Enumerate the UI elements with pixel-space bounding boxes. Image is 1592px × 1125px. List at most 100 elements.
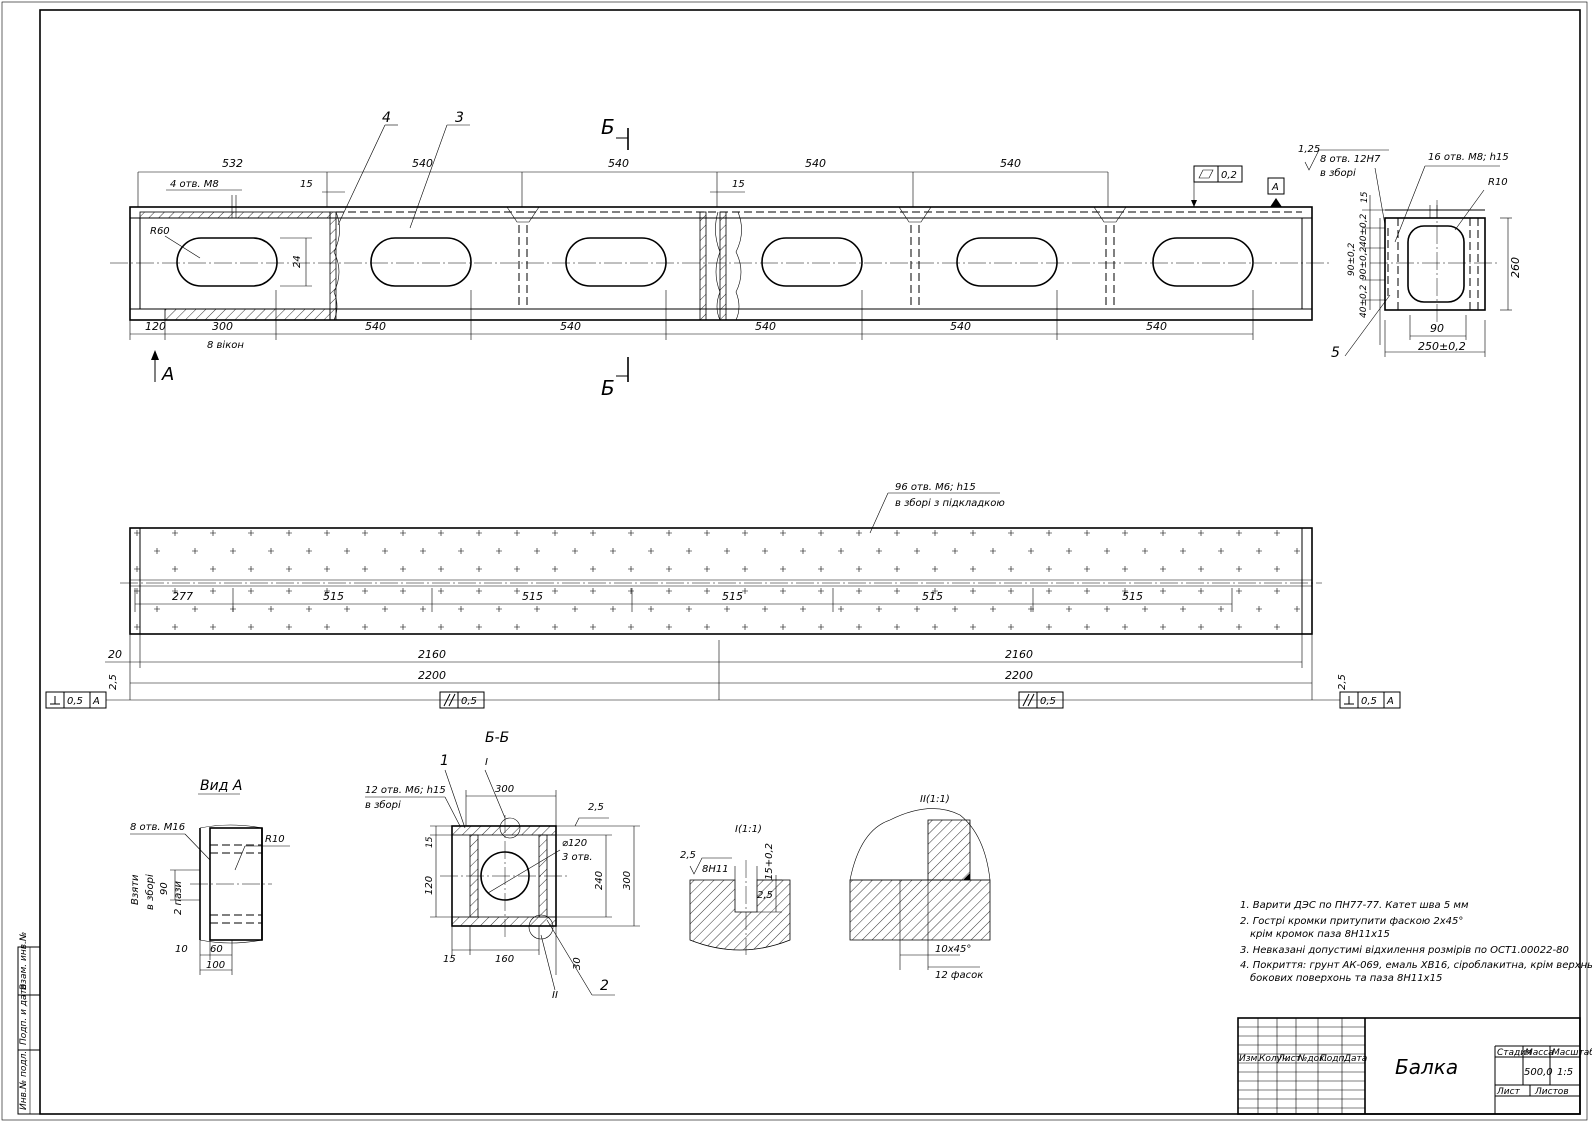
- hole-marker: [628, 530, 634, 536]
- hole-marker: [268, 606, 274, 612]
- side-dim-40-2: 40±0,2: [1359, 284, 1369, 318]
- tb-scale-value: 1:5: [1557, 1067, 1573, 1078]
- tb-stage-label: Стадия: [1497, 1048, 1532, 1058]
- hole-marker: [800, 548, 806, 554]
- hole-marker: [1294, 606, 1300, 612]
- section-dim-160: 160: [495, 954, 514, 965]
- plan-roughness-left: 2,5: [108, 674, 119, 690]
- plan-hole-markers: [134, 530, 1300, 630]
- hole-marker: [838, 548, 844, 554]
- detail-ii-chamfer-count: 12 фасок: [935, 970, 983, 981]
- hole-marker: [742, 566, 748, 572]
- bottom-dim-7: 540: [1146, 320, 1167, 333]
- flatness-value: 0,2: [1221, 170, 1237, 181]
- slot-4: [761, 237, 863, 287]
- detail-i-title: I(1:1): [735, 824, 762, 835]
- hole-marker: [134, 624, 140, 630]
- stamp-inv-label: Инв.№ подл.: [19, 1051, 29, 1110]
- hole-marker: [552, 588, 558, 594]
- section-in-assembly: в зборі: [365, 799, 401, 811]
- hole-marker: [1104, 548, 1110, 554]
- hole-marker: [1066, 606, 1072, 612]
- top-dim-4: 540: [805, 157, 826, 170]
- hole-marker: [610, 548, 616, 554]
- hole-marker: [990, 606, 996, 612]
- hole-marker: [762, 548, 768, 554]
- hole-marker: [970, 530, 976, 536]
- section-bb-title: Б-Б: [485, 730, 509, 746]
- hole-marker: [420, 548, 426, 554]
- hole-marker: [1160, 588, 1166, 594]
- detail-ii-title: II(1:1): [920, 794, 950, 805]
- hole-marker: [420, 606, 426, 612]
- holes-m8-label: 4 отв. M8: [170, 179, 219, 190]
- side-height-260: 260: [1509, 257, 1522, 278]
- hole-marker: [476, 566, 482, 572]
- hole-marker: [590, 566, 596, 572]
- hole-marker: [838, 606, 844, 612]
- hole-marker: [666, 566, 672, 572]
- top-dim-1: 532: [222, 157, 243, 170]
- hole-marker: [1180, 606, 1186, 612]
- section-marker-top: Б: [601, 115, 615, 139]
- tb-sheets-label: Листов: [1534, 1087, 1569, 1097]
- view-a: Вид А 8 отв. M16 R10 Взяти в зборі 90 2 …: [130, 778, 290, 975]
- hole-marker: [704, 530, 710, 536]
- side-stamp: Инв.№ подл. Подп. и дата Взам. инв.№: [17, 932, 41, 1115]
- hole-marker: [552, 530, 558, 536]
- callout-4: 4: [382, 110, 391, 126]
- hole-marker: [914, 548, 920, 554]
- hole-marker: [1160, 530, 1166, 536]
- hole-marker: [780, 588, 786, 594]
- perp-left-datum: A: [92, 696, 100, 707]
- hole-marker: [856, 530, 862, 536]
- hole-marker: [172, 566, 178, 572]
- top-dim-2: 540: [412, 157, 433, 170]
- hole-marker: [172, 588, 178, 594]
- detail-mark-ii: II: [552, 990, 558, 1001]
- hole-marker: [572, 548, 578, 554]
- bottom-dim-2: 300: [212, 320, 233, 333]
- hole-marker: [514, 588, 520, 594]
- hole-marker: [932, 624, 938, 630]
- tb-header-3: Лист: [1277, 1054, 1302, 1064]
- hole-marker: [572, 606, 578, 612]
- hole-marker: [990, 548, 996, 554]
- hole-marker: [1046, 566, 1052, 572]
- hole-marker: [1274, 624, 1280, 630]
- pitch-dim-3: 515: [522, 590, 543, 603]
- perp-frame-right: 0,5 A: [1339, 691, 1401, 709]
- plan-holes-m6: 96 отв. M6; h15: [895, 482, 976, 493]
- section-dim-120: 120: [424, 876, 435, 895]
- hole-marker: [648, 548, 654, 554]
- detail-ii-chamfer: 10x45°: [935, 944, 971, 955]
- tb-header-2: Колуч.: [1259, 1054, 1290, 1064]
- front-elevation: 532 540 540 540 540 4 отв. M8 15 15 R60 …: [110, 110, 1330, 400]
- plan-in-assembly: в зборі з підкладкою: [895, 497, 1005, 509]
- windows-note: 8 вікон: [207, 339, 244, 351]
- tb-header-1: Изм.: [1239, 1054, 1260, 1064]
- hole-marker: [590, 588, 596, 594]
- detail-i-small-roughness: 2,5: [757, 890, 773, 901]
- hole-marker: [970, 588, 976, 594]
- hole-marker: [382, 548, 388, 554]
- tb-mass-value: 500,0: [1524, 1067, 1553, 1078]
- hole-marker: [438, 530, 444, 536]
- hole-marker: [818, 530, 824, 536]
- tb-header-5: Подп.: [1320, 1054, 1347, 1064]
- slot-2: [370, 237, 472, 287]
- section-holes-m6: 12 отв. M6; h15: [365, 785, 446, 796]
- side-roughness: 1,25: [1298, 144, 1320, 155]
- section-dim-30: 30: [572, 957, 583, 970]
- hole-marker: [552, 566, 558, 572]
- hole-marker: [1028, 548, 1034, 554]
- side-radius-r10: R10: [1488, 177, 1508, 188]
- hole-marker: [324, 624, 330, 630]
- hole-marker: [932, 566, 938, 572]
- hole-marker: [1236, 566, 1242, 572]
- hole-marker: [1236, 624, 1242, 630]
- hole-marker: [970, 624, 976, 630]
- hole-marker: [192, 548, 198, 554]
- hole-marker: [344, 606, 350, 612]
